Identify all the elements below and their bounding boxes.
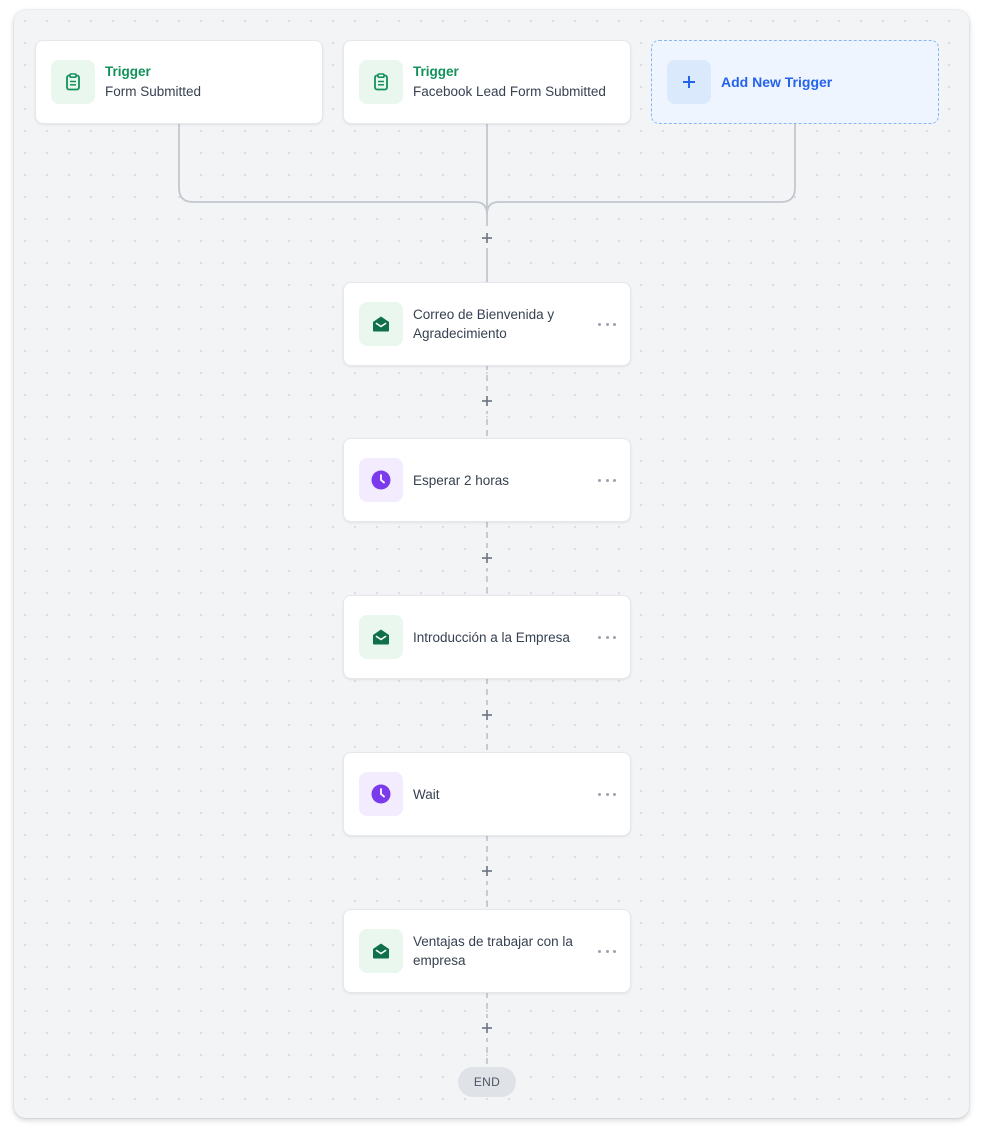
end-node: END [458, 1067, 516, 1097]
add-step-button[interactable] [477, 705, 497, 725]
step-title: Introducción a la Empresa [413, 629, 570, 645]
step-title-line-1: Correo de Bienvenida y [413, 307, 555, 322]
step-title: Wait [413, 786, 440, 802]
step-title: Correo de Bienvenida y Agradecimiento [413, 305, 592, 343]
more-options-icon[interactable] [598, 946, 616, 956]
trigger-subtitle: Form Submitted [105, 84, 202, 99]
more-options-icon[interactable] [598, 475, 616, 485]
email-icon-box [359, 302, 403, 346]
step-card-wait[interactable]: Wait [343, 752, 631, 836]
add-new-trigger-label: Add New Trigger [721, 74, 833, 90]
trigger-card-form-submitted[interactable]: Trigger Form Submitted [35, 40, 323, 124]
email-icon [373, 943, 389, 959]
step-title-line-2: empresa [413, 953, 466, 968]
add-step-button[interactable] [477, 861, 497, 881]
wait-icon-box [359, 458, 403, 502]
add-step-button[interactable] [477, 391, 497, 411]
add-step-button[interactable] [477, 548, 497, 568]
trigger-label: Trigger [105, 64, 151, 79]
clipboard-icon [374, 73, 388, 91]
plus-icon [482, 866, 492, 876]
plus-icon [482, 710, 492, 720]
more-options-icon[interactable] [598, 789, 616, 799]
add-trigger-icon-box [667, 60, 711, 104]
step-title: Ventajas de trabajar con la empresa [413, 932, 592, 970]
wait-icon-box [359, 772, 403, 816]
clock-icon [371, 470, 391, 490]
email-icon [373, 629, 389, 645]
trigger-subtitle: Facebook Lead Form Submitted [413, 84, 606, 99]
plus-icon [482, 1023, 492, 1033]
step-card-email-ventajas[interactable]: Ventajas de trabajar con la empresa [343, 909, 631, 993]
more-options-icon[interactable] [598, 319, 616, 329]
clipboard-icon [66, 73, 80, 91]
plus-icon [482, 553, 492, 563]
trigger-label: Trigger [413, 64, 459, 79]
step-card-wait-2-hours[interactable]: Esperar 2 horas [343, 438, 631, 522]
step-title-line-1: Ventajas de trabajar con la [413, 934, 573, 949]
trigger-icon-box [359, 60, 403, 104]
email-icon-box [359, 929, 403, 973]
email-icon-box [359, 615, 403, 659]
clock-icon [371, 784, 391, 804]
step-title-line-2: Agradecimiento [413, 326, 507, 341]
step-card-email-introduccion[interactable]: Introducción a la Empresa [343, 595, 631, 679]
plus-icon [482, 396, 492, 406]
trigger-card-facebook-lead[interactable]: Trigger Facebook Lead Form Submitted [343, 40, 631, 124]
plus-icon [482, 233, 492, 243]
more-options-icon[interactable] [598, 632, 616, 642]
email-icon [373, 316, 389, 332]
add-new-trigger-button[interactable]: Add New Trigger [651, 40, 939, 124]
add-step-button[interactable] [477, 1018, 497, 1038]
step-card-email-bienvenida[interactable]: Correo de Bienvenida y Agradecimiento [343, 282, 631, 366]
plus-icon [683, 76, 695, 88]
trigger-icon-box [51, 60, 95, 104]
add-step-button[interactable] [477, 228, 497, 248]
step-title: Esperar 2 horas [413, 472, 510, 488]
